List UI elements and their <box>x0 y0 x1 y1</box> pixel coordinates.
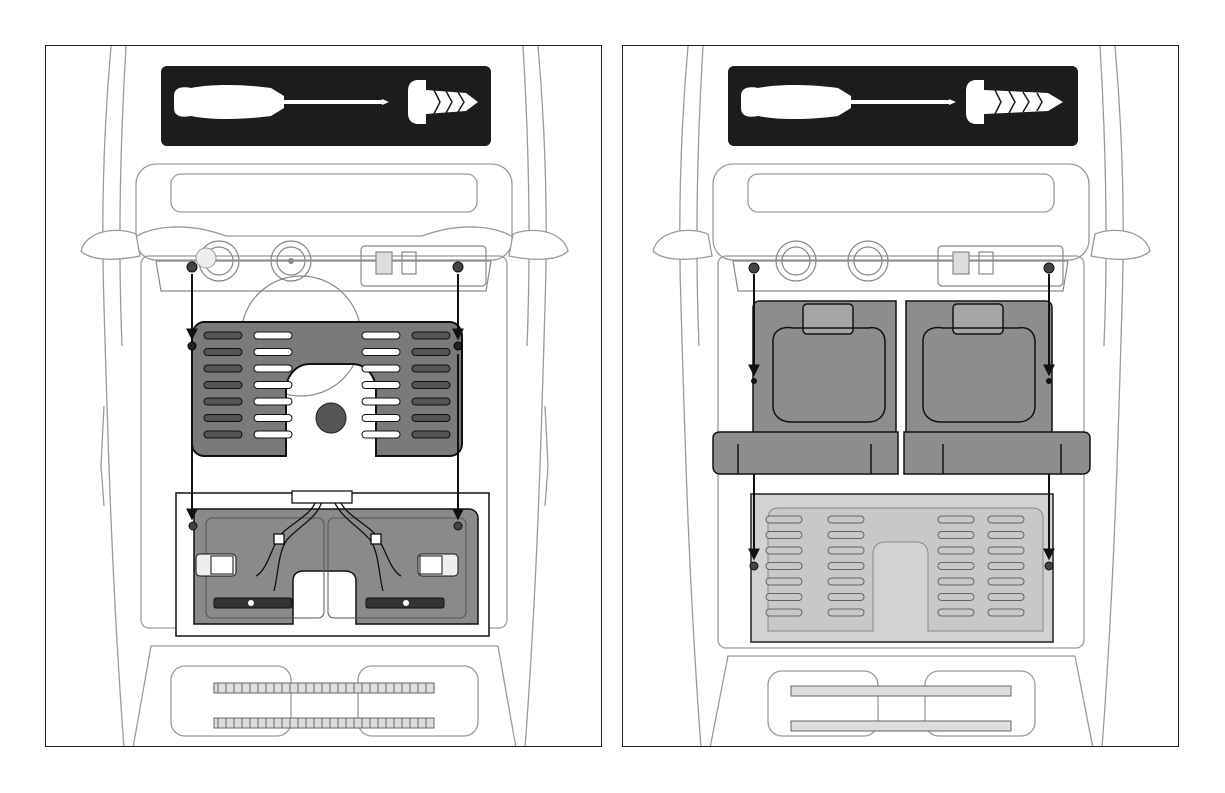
vent-slot <box>362 349 400 356</box>
vent-slot <box>988 547 1024 554</box>
vent-slot <box>254 398 292 405</box>
vent-slot <box>988 563 1024 570</box>
vent-slot <box>938 532 974 539</box>
vent-slot <box>828 547 864 554</box>
vent-slot <box>828 516 864 523</box>
fuse-bar-left <box>214 598 292 608</box>
vent-slot <box>828 532 864 539</box>
seat-screw-left <box>751 378 757 384</box>
front-grille <box>214 683 434 728</box>
vehicle-top-view-left <box>46 46 602 747</box>
gauge-left <box>196 248 216 268</box>
vent-slot <box>412 431 450 438</box>
vent-slot <box>204 365 242 372</box>
vent-slot <box>938 547 974 554</box>
vent-slot <box>938 516 974 523</box>
battery-connector-right <box>418 554 458 576</box>
vent-slot <box>412 365 450 372</box>
vent-slot <box>204 332 242 339</box>
vent-slot <box>828 594 864 601</box>
vent-slot <box>988 594 1024 601</box>
vent-slot <box>828 578 864 585</box>
battery-connector-left <box>196 554 236 576</box>
screw-marker-right-top <box>453 262 463 272</box>
vent-slot <box>254 431 292 438</box>
screw-marker-left-top <box>749 263 759 273</box>
vent-slot <box>254 365 292 372</box>
vent-slot <box>766 563 802 570</box>
vent-slot <box>362 332 400 339</box>
vehicle-top-view-right <box>623 46 1179 747</box>
compartment-screw-right <box>454 522 462 530</box>
tool-banner <box>161 66 491 146</box>
fuse-bar-right <box>366 598 444 608</box>
vent-slot <box>362 365 400 372</box>
vent-slot <box>254 349 292 356</box>
vent-slot <box>766 516 802 523</box>
vent-slot <box>828 609 864 616</box>
vent-slot <box>362 431 400 438</box>
diagram-panel-left <box>45 45 602 747</box>
vent-slot <box>988 516 1024 523</box>
vent-slot <box>412 382 450 389</box>
seat-screw-right <box>1046 378 1052 384</box>
vent-slot <box>938 594 974 601</box>
tool-banner <box>728 66 1078 146</box>
screw-marker-right-top <box>1044 263 1054 273</box>
vent-slot <box>766 594 802 601</box>
vent-slot <box>412 398 450 405</box>
vent-slot <box>988 578 1024 585</box>
side-mirrors <box>81 230 568 259</box>
vent-slot <box>254 415 292 422</box>
compartment-screw-left <box>189 522 197 530</box>
vent-slot <box>938 578 974 585</box>
dashboard <box>733 241 1068 291</box>
vent-slot <box>204 415 242 422</box>
vent-slot <box>204 431 242 438</box>
seat <box>713 301 1090 474</box>
vent-slot <box>766 578 802 585</box>
vent-slot <box>204 382 242 389</box>
vent-slot <box>988 609 1024 616</box>
screw-marker-left-top <box>187 262 197 272</box>
vent-slot <box>362 415 400 422</box>
vent-slot <box>938 609 974 616</box>
side-mirrors <box>653 230 1150 259</box>
vent-slot <box>362 382 400 389</box>
vent-slot <box>988 532 1024 539</box>
cover-screw-right <box>454 342 462 350</box>
front-grille <box>791 686 1011 731</box>
vent-slot <box>254 332 292 339</box>
diagram-panel-right <box>622 45 1179 747</box>
vent-slot <box>766 609 802 616</box>
cover-screw-right <box>1045 562 1053 570</box>
vent-slot <box>766 532 802 539</box>
vent-slot <box>362 398 400 405</box>
vent-slot <box>412 332 450 339</box>
vent-slot <box>938 563 974 570</box>
vent-slot <box>204 398 242 405</box>
vent-slot <box>412 349 450 356</box>
vent-slot <box>766 547 802 554</box>
vent-slot <box>204 349 242 356</box>
cover-screw-left <box>750 562 758 570</box>
vent-slot <box>828 563 864 570</box>
vent-slot <box>254 382 292 389</box>
gauge-right <box>288 258 294 264</box>
vehicle-body-outline <box>101 46 548 747</box>
vent-slot <box>412 415 450 422</box>
cover-screw-left <box>188 342 196 350</box>
